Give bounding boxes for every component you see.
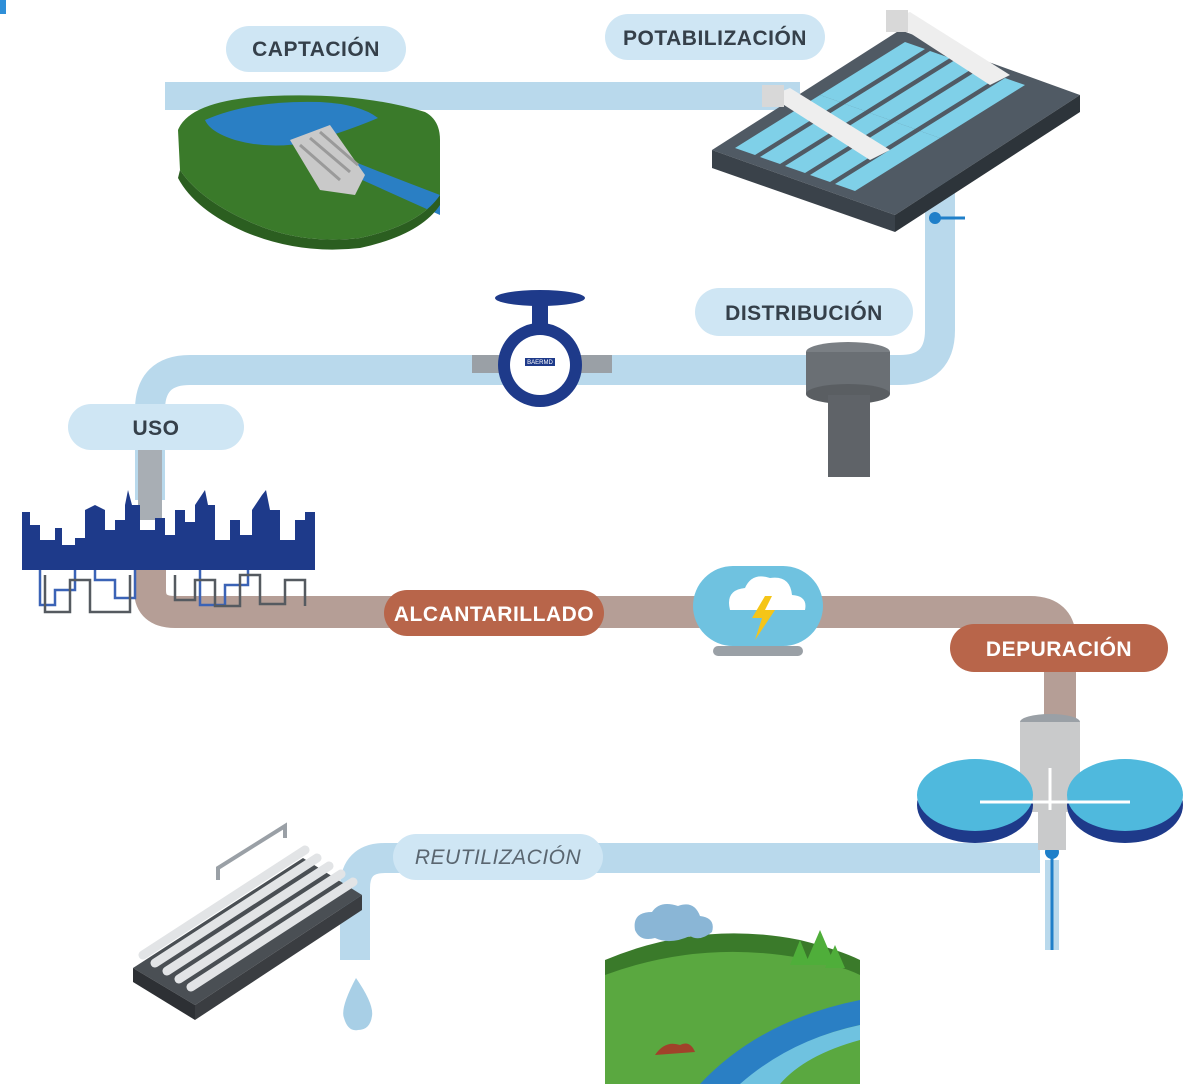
label-captacion: CAPTACIÓN: [226, 26, 406, 72]
water-drop-icon: [343, 978, 373, 1031]
label-uso-text: USO: [132, 417, 179, 440]
label-reutilizacion-text: REUTILIZACIÓN: [415, 846, 582, 869]
label-distribucion-text: DISTRIBUCIÓN: [725, 301, 883, 325]
corner-mark: [0, 0, 6, 14]
pipe-alcantarillado: [134, 560, 1076, 720]
river-landscape-icon: [605, 904, 860, 1084]
label-captacion-text: CAPTACIÓN: [252, 37, 380, 61]
label-alcantarillado-text: ALCANTARILLADO: [394, 603, 594, 626]
label-potabilizacion: POTABILIZACIÓN: [605, 14, 825, 60]
label-alcantarillado: ALCANTARILLADO: [384, 590, 604, 636]
water-meter-icon: BAERMD: [472, 290, 612, 407]
pipe-reutilizacion: [340, 843, 1040, 960]
irrigation-pipes-icon: [133, 822, 362, 1020]
label-reutilizacion: REUTILIZACIÓN: [393, 834, 603, 880]
label-depuracion-text: DEPURACIÓN: [986, 637, 1132, 661]
clarifier-tank-icon: [917, 714, 1183, 850]
meter-brand-text: BAERMD: [527, 360, 553, 366]
valve-dot: [929, 212, 941, 224]
dam-reservoir-icon: [178, 95, 440, 250]
city-skyline-icon: [22, 490, 315, 614]
water-tower-icon: [806, 342, 890, 477]
label-uso: USO: [68, 404, 244, 450]
water-treatment-plant-icon: [712, 10, 1080, 232]
label-potabilizacion-text: POTABILIZACIÓN: [623, 26, 807, 50]
label-distribucion: DISTRIBUCIÓN: [695, 288, 913, 336]
label-depuracion: DEPURACIÓN: [950, 624, 1168, 672]
storm-cloud-icon: [693, 566, 823, 656]
